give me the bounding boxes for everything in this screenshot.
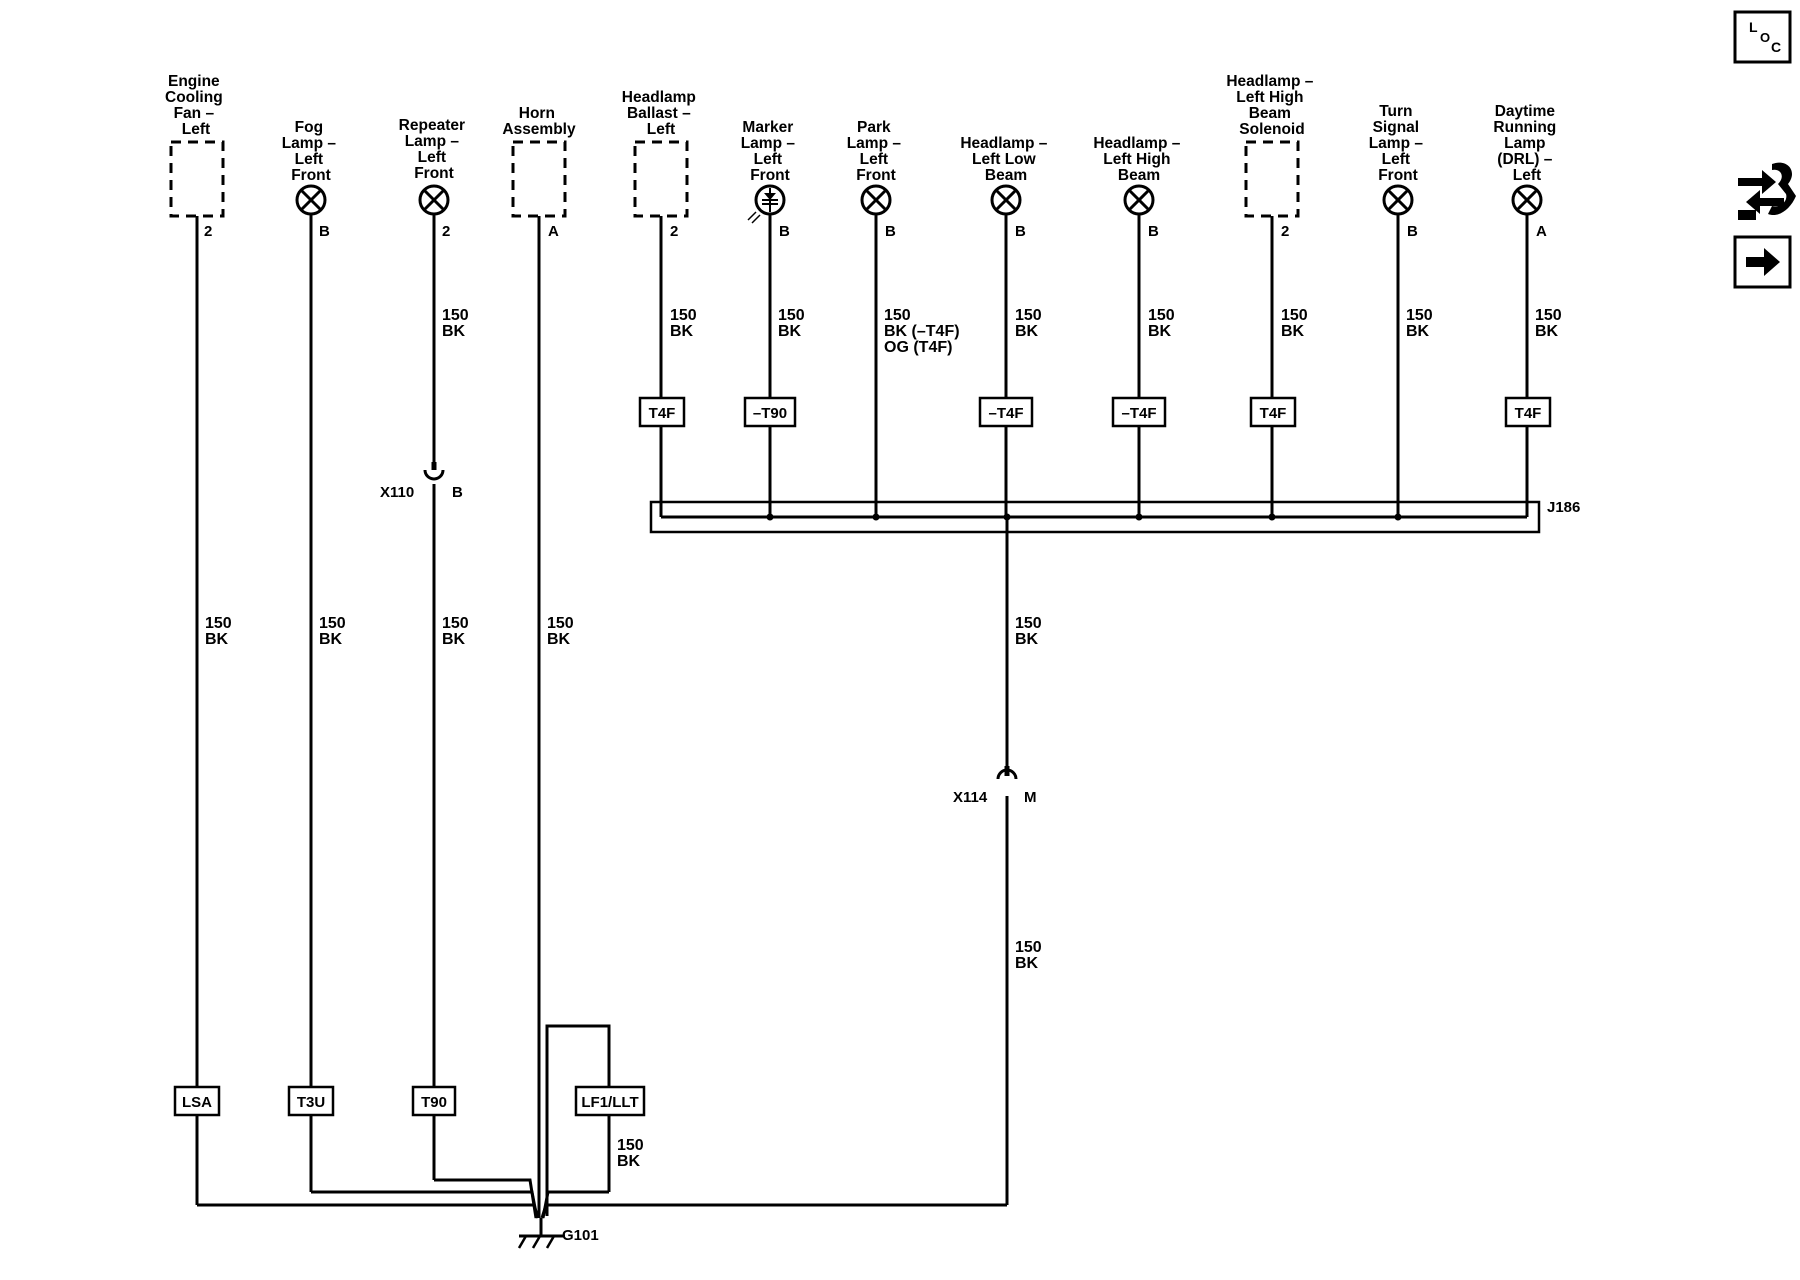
pin-repeater-lamp: 2 — [442, 223, 450, 240]
x110-name: X110 — [380, 484, 414, 501]
wire-group — [195, 214, 1529, 1218]
wire-label-repeater-lower: 150 BK — [442, 615, 473, 648]
turn-signal-lamp-icon[interactable] — [1382, 184, 1414, 216]
harness-swap-icon[interactable] — [1738, 162, 1796, 220]
loc-letter-c: C — [1771, 39, 1781, 55]
wire-label-marker: 150 BK — [778, 307, 809, 340]
marker-lamp-led-icon[interactable] — [747, 184, 786, 224]
headlamp-ballast-component[interactable] — [633, 140, 689, 218]
svg-text:–T90: –T90 — [753, 405, 787, 422]
engine-cooling-fan-component[interactable] — [169, 140, 225, 218]
label-headlamp-ballast: Headlamp Ballast – Left — [622, 89, 700, 138]
x114-name: X114 — [953, 789, 988, 806]
svg-text:–T4F: –T4F — [1121, 405, 1156, 422]
x114-pin: M — [1024, 789, 1037, 806]
svg-text:LF1/LLT: LF1/LLT — [581, 1094, 638, 1111]
label-horn-assembly: Horn Assembly — [502, 105, 576, 138]
option-box-fan[interactable]: LSA — [173, 1085, 221, 1117]
pin-turn-signal-lamp: B — [1407, 223, 1418, 240]
pin-headlamp-ballast: 2 — [670, 223, 678, 240]
loc-button[interactable]: L O C — [1733, 10, 1792, 64]
label-headlamp-high-beam: Headlamp – Left High Beam — [1093, 135, 1184, 184]
option-box-ballast[interactable]: T4F — [638, 396, 686, 428]
svg-text:T90: T90 — [421, 1094, 447, 1111]
label-marker-lamp: Marker Lamp – Left Front — [741, 119, 800, 184]
wire-label-x114-lower: 150 BK — [1015, 939, 1046, 972]
ground-icon[interactable] — [517, 1218, 565, 1249]
label-headlamp-low-beam: Headlamp – Left Low Beam — [960, 135, 1051, 184]
wire-label-ballast: 150 BK — [670, 307, 701, 340]
wire-label-fan: 150 BK — [205, 615, 236, 648]
headlamp-high-beam-icon[interactable] — [1123, 184, 1155, 216]
pin-headlamp-low-beam: B — [1015, 223, 1026, 240]
label-headlamp-high-beam-solenoid: Headlamp – Left High Beam Solenoid — [1226, 73, 1317, 138]
fog-lamp-icon[interactable] — [295, 184, 327, 216]
pin-marker-lamp: B — [779, 223, 790, 240]
wire-label-j186-out: 150 BK — [1015, 615, 1046, 648]
pin-drl-lamp: A — [1536, 223, 1547, 240]
horn-assembly-component[interactable] — [511, 140, 567, 218]
next-page-arrow-button[interactable] — [1733, 235, 1792, 289]
option-box-horn[interactable]: LF1/LLT — [574, 1085, 646, 1117]
option-box-repeater[interactable]: T90 — [411, 1085, 457, 1117]
headlamp-low-beam-icon[interactable] — [990, 184, 1022, 216]
wire-label-highbeam: 150 BK — [1148, 307, 1179, 340]
loc-letter-o: O — [1760, 30, 1770, 45]
option-box-solenoid[interactable]: T4F — [1249, 396, 1297, 428]
label-park-lamp: Park Lamp – Left Front — [847, 119, 906, 184]
loc-letter-l: L — [1749, 19, 1758, 35]
park-lamp-icon[interactable] — [860, 184, 892, 216]
pin-headlamp-high-beam: B — [1148, 223, 1159, 240]
option-box-highbeam[interactable]: –T4F — [1111, 396, 1167, 428]
pin-headlamp-high-beam-solenoid: 2 — [1281, 223, 1289, 240]
arrow-right-icon — [1746, 248, 1780, 276]
wire-label-horn: 150 BK — [547, 615, 578, 648]
j186-splice-pack[interactable] — [649, 500, 1541, 534]
x114-connector[interactable] — [996, 766, 1018, 780]
option-box-marker[interactable]: –T90 — [743, 396, 797, 428]
label-drl-lamp: Daytime Running Lamp (DRL) – Left — [1493, 103, 1560, 184]
ground-bus — [197, 1178, 1007, 1219]
pin-horn-assembly: A — [548, 223, 559, 240]
wire-label-solenoid: 150 BK — [1281, 307, 1312, 340]
svg-text:LSA: LSA — [182, 1094, 212, 1111]
j186-label: J186 — [1547, 499, 1580, 516]
svg-text:–T4F: –T4F — [988, 405, 1023, 422]
wire-lf1llt-loop[interactable] — [545, 1024, 611, 1216]
option-box-drl[interactable]: T4F — [1504, 396, 1552, 428]
wire-label-turn: 150 BK — [1406, 307, 1437, 340]
label-repeater-lamp: Repeater Lamp – Left Front — [399, 117, 470, 182]
wire-label-drl: 150 BK — [1535, 307, 1566, 340]
svg-text:T4F: T4F — [1515, 405, 1542, 422]
svg-text:T4F: T4F — [1260, 405, 1287, 422]
svg-text:T3U: T3U — [297, 1094, 325, 1111]
pin-fog-lamp: B — [319, 223, 330, 240]
option-box-lowbeam[interactable]: –T4F — [978, 396, 1034, 428]
label-turn-signal-lamp: Turn Signal Lamp – Left Front — [1369, 103, 1428, 184]
repeater-lamp-icon[interactable] — [418, 184, 450, 216]
wire-label-repeater-upper: 150 BK — [442, 307, 473, 340]
drl-lamp-icon[interactable] — [1511, 184, 1543, 216]
wire-label-park: 150 BK (–T4F) OG (T4F) — [884, 307, 964, 356]
ground-label: G101 — [562, 1227, 599, 1244]
svg-text:T4F: T4F — [649, 405, 676, 422]
pin-engine-cooling-fan: 2 — [204, 223, 212, 240]
pin-park-lamp: B — [885, 223, 896, 240]
wire-label-lf1llt: 150 BK — [617, 1137, 648, 1170]
x110-connector[interactable] — [423, 462, 445, 481]
label-engine-cooling-fan: Engine Cooling Fan – Left — [165, 73, 227, 138]
x110-pin: B — [452, 484, 463, 501]
headlamp-high-beam-solenoid-component[interactable] — [1244, 140, 1300, 218]
wire-label-fog: 150 BK — [319, 615, 350, 648]
wire-label-lowbeam: 150 BK — [1015, 307, 1046, 340]
option-box-fog[interactable]: T3U — [287, 1085, 335, 1117]
label-fog-lamp: Fog Lamp – Left Front — [282, 119, 341, 184]
